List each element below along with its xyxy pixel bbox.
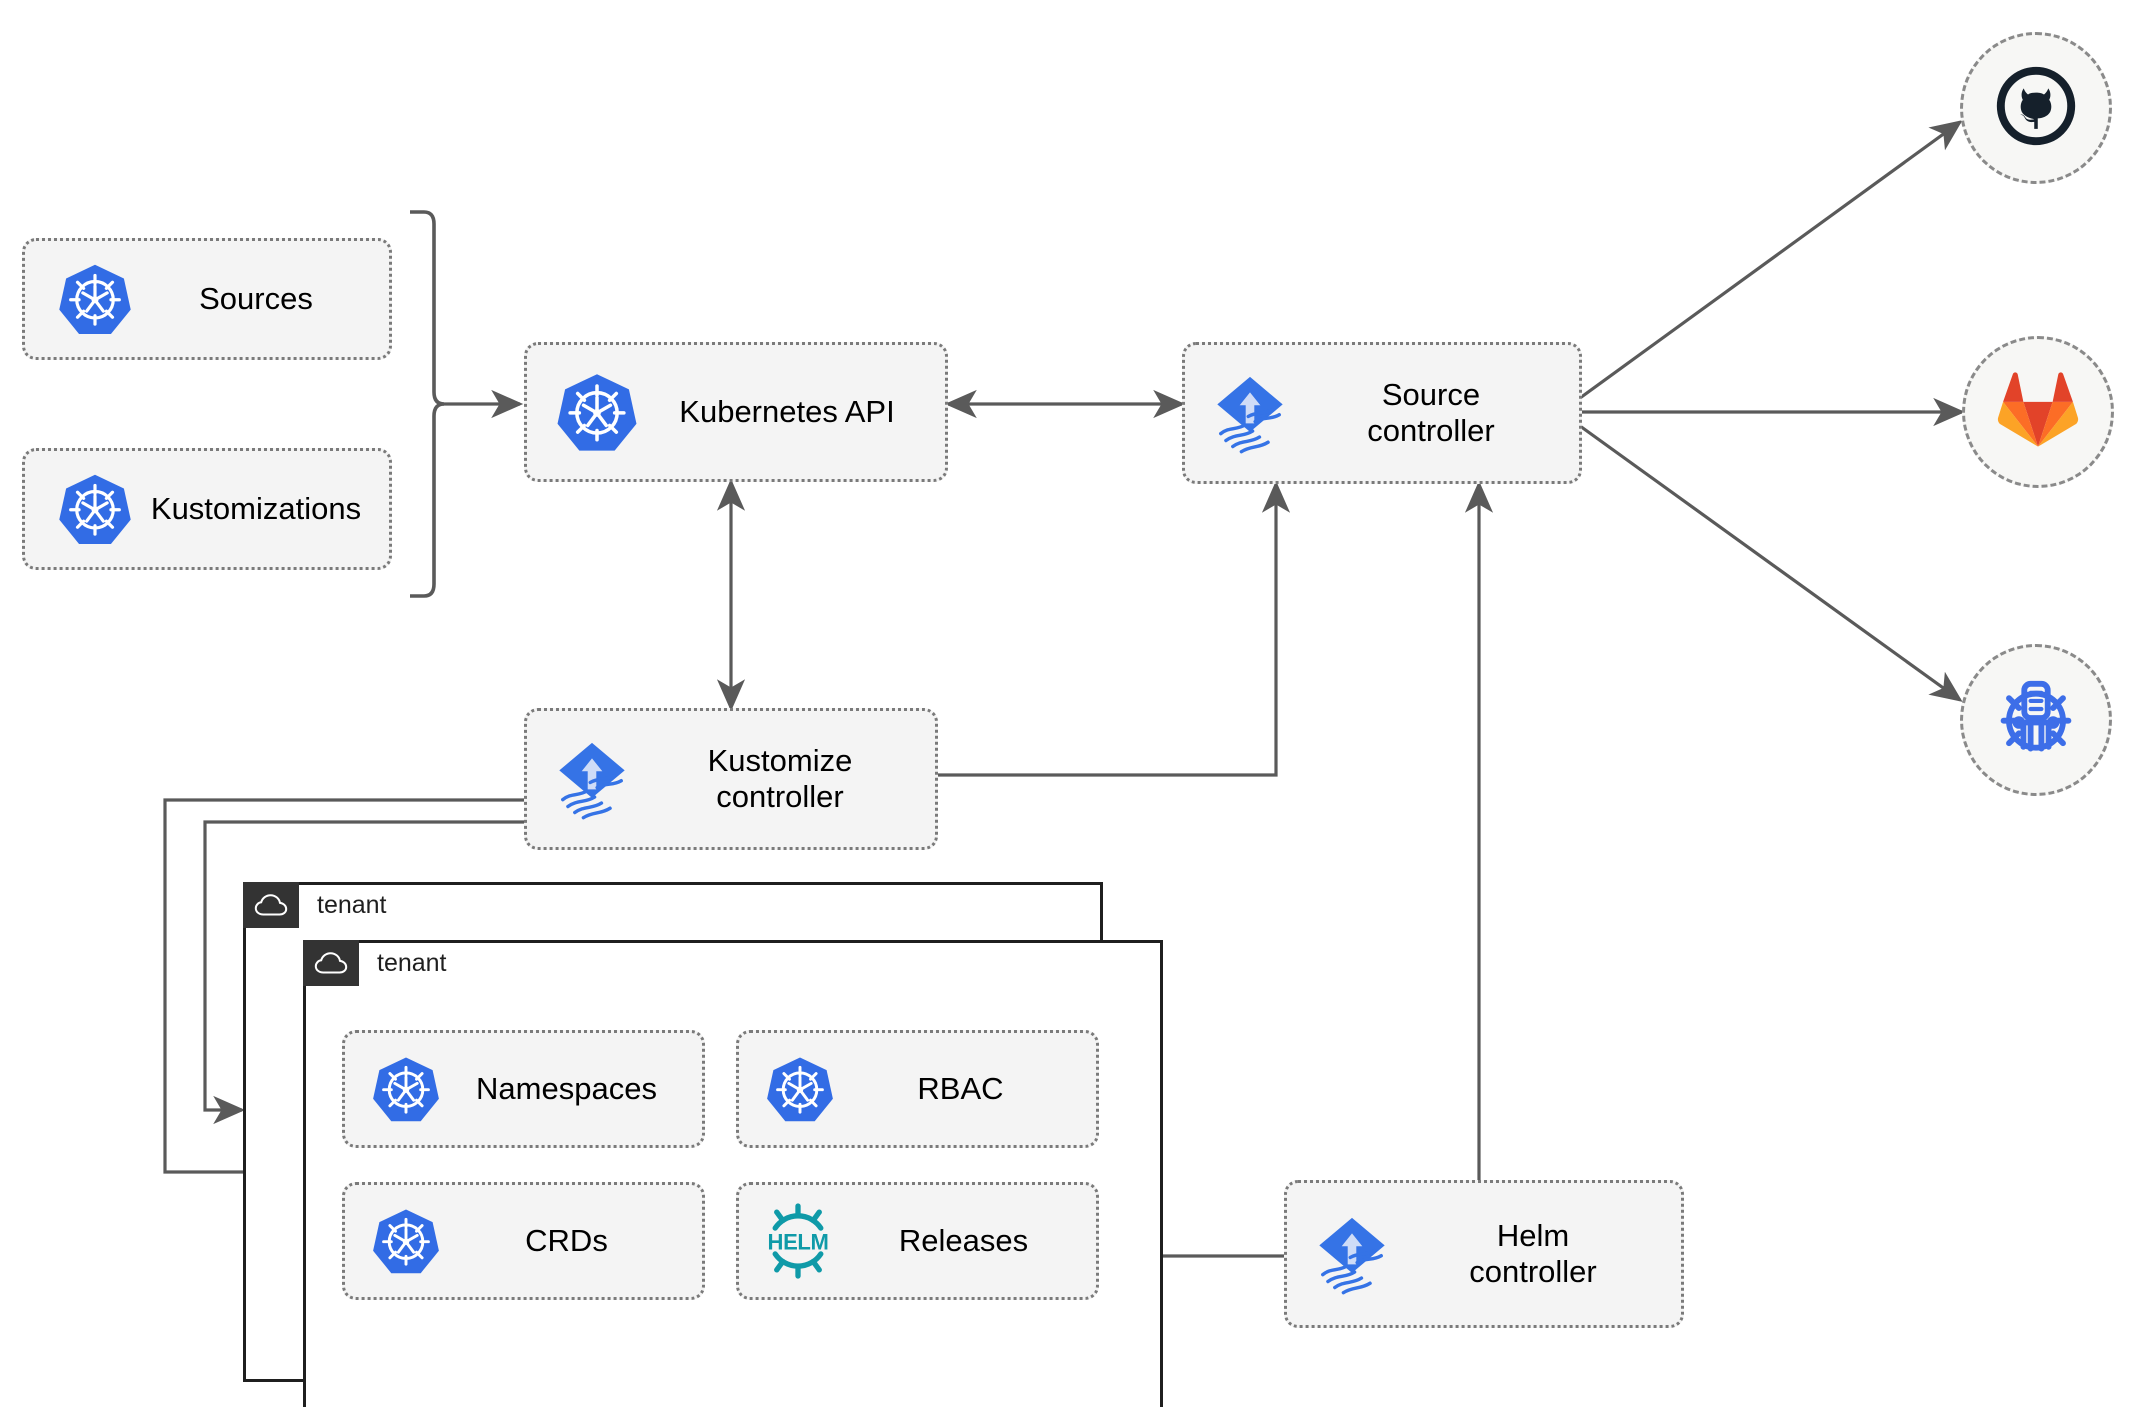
kubernetes-icon [527, 370, 639, 454]
svg-text:HELM: HELM [768, 1229, 829, 1254]
node-crds[interactable]: CRDs [342, 1182, 705, 1300]
node-label: CRDs [525, 1223, 608, 1259]
tenant-box-inner: tenant [303, 940, 1163, 1407]
tenant-tab-outer: tenant [243, 882, 387, 928]
node-helm-controller[interactable]: Helm controller [1284, 1180, 1684, 1328]
node-label: Source controller [1367, 377, 1495, 448]
kubernetes-icon [345, 1206, 441, 1276]
node-sources[interactable]: Sources [22, 238, 392, 360]
kubernetes-icon [345, 1054, 441, 1124]
flux-icon [1287, 1211, 1395, 1297]
node-label: Kustomizations [150, 491, 362, 527]
node-label: Kubernetes API [679, 394, 895, 430]
kubernetes-icon [739, 1054, 835, 1124]
node-label: Helm controller [1469, 1218, 1597, 1289]
node-kustomize-controller[interactable]: Kustomize controller [524, 708, 938, 850]
kubernetes-icon [25, 471, 133, 547]
cloud-icon [243, 882, 299, 928]
gitlab-icon [1997, 371, 2079, 454]
endpoint-github[interactable] [1960, 32, 2112, 184]
endpoint-gitlab[interactable] [1962, 336, 2114, 488]
node-kubernetes-api[interactable]: Kubernetes API [524, 342, 948, 482]
node-label: Namespaces [476, 1071, 657, 1107]
tenant-tab-inner: tenant [303, 940, 447, 986]
tenant-label-inner: tenant [377, 948, 447, 977]
node-rbac[interactable]: RBAC [736, 1030, 1099, 1148]
node-label: Kustomize controller [707, 743, 853, 814]
node-label: Releases [898, 1223, 1029, 1259]
node-label: RBAC [917, 1071, 1004, 1107]
node-source-controller[interactable]: Source controller [1182, 342, 1582, 484]
tenant-label-outer: tenant [317, 890, 387, 919]
cloud-icon [303, 940, 359, 986]
node-namespaces[interactable]: Namespaces [342, 1030, 705, 1148]
helm-repository-icon [1991, 673, 2081, 768]
node-label: Sources [199, 281, 313, 317]
node-kustomizations[interactable]: Kustomizations [22, 448, 392, 570]
helm-icon: HELM [739, 1203, 841, 1279]
endpoint-helm-repository[interactable] [1960, 644, 2112, 796]
kubernetes-icon [25, 261, 133, 337]
flux-icon [1185, 370, 1293, 456]
github-icon [1992, 62, 2080, 155]
node-releases[interactable]: HELM Releases [736, 1182, 1099, 1300]
flux-icon [527, 736, 635, 822]
